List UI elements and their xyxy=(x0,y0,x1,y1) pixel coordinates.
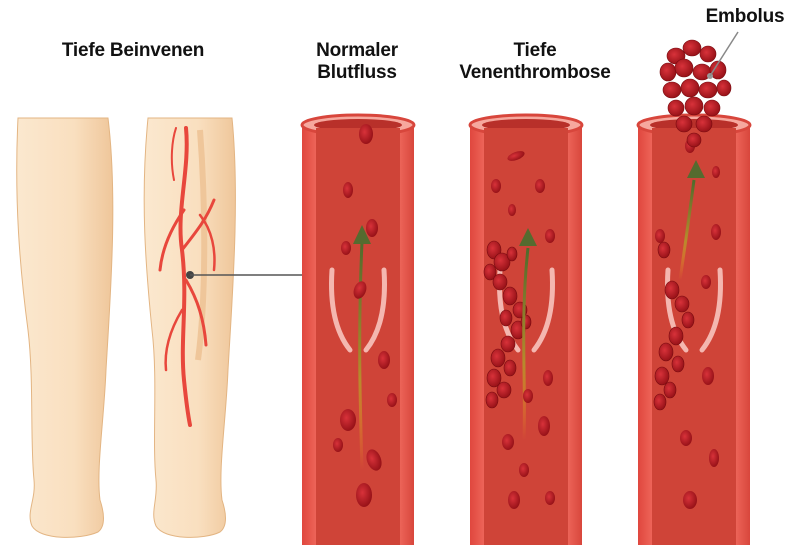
right-leg xyxy=(144,118,235,537)
left-leg xyxy=(17,118,113,537)
legs-illustration xyxy=(17,118,312,537)
vessel-thrombosis xyxy=(470,115,582,545)
vessel-embolus xyxy=(638,32,750,545)
vessel-normal xyxy=(302,115,414,545)
